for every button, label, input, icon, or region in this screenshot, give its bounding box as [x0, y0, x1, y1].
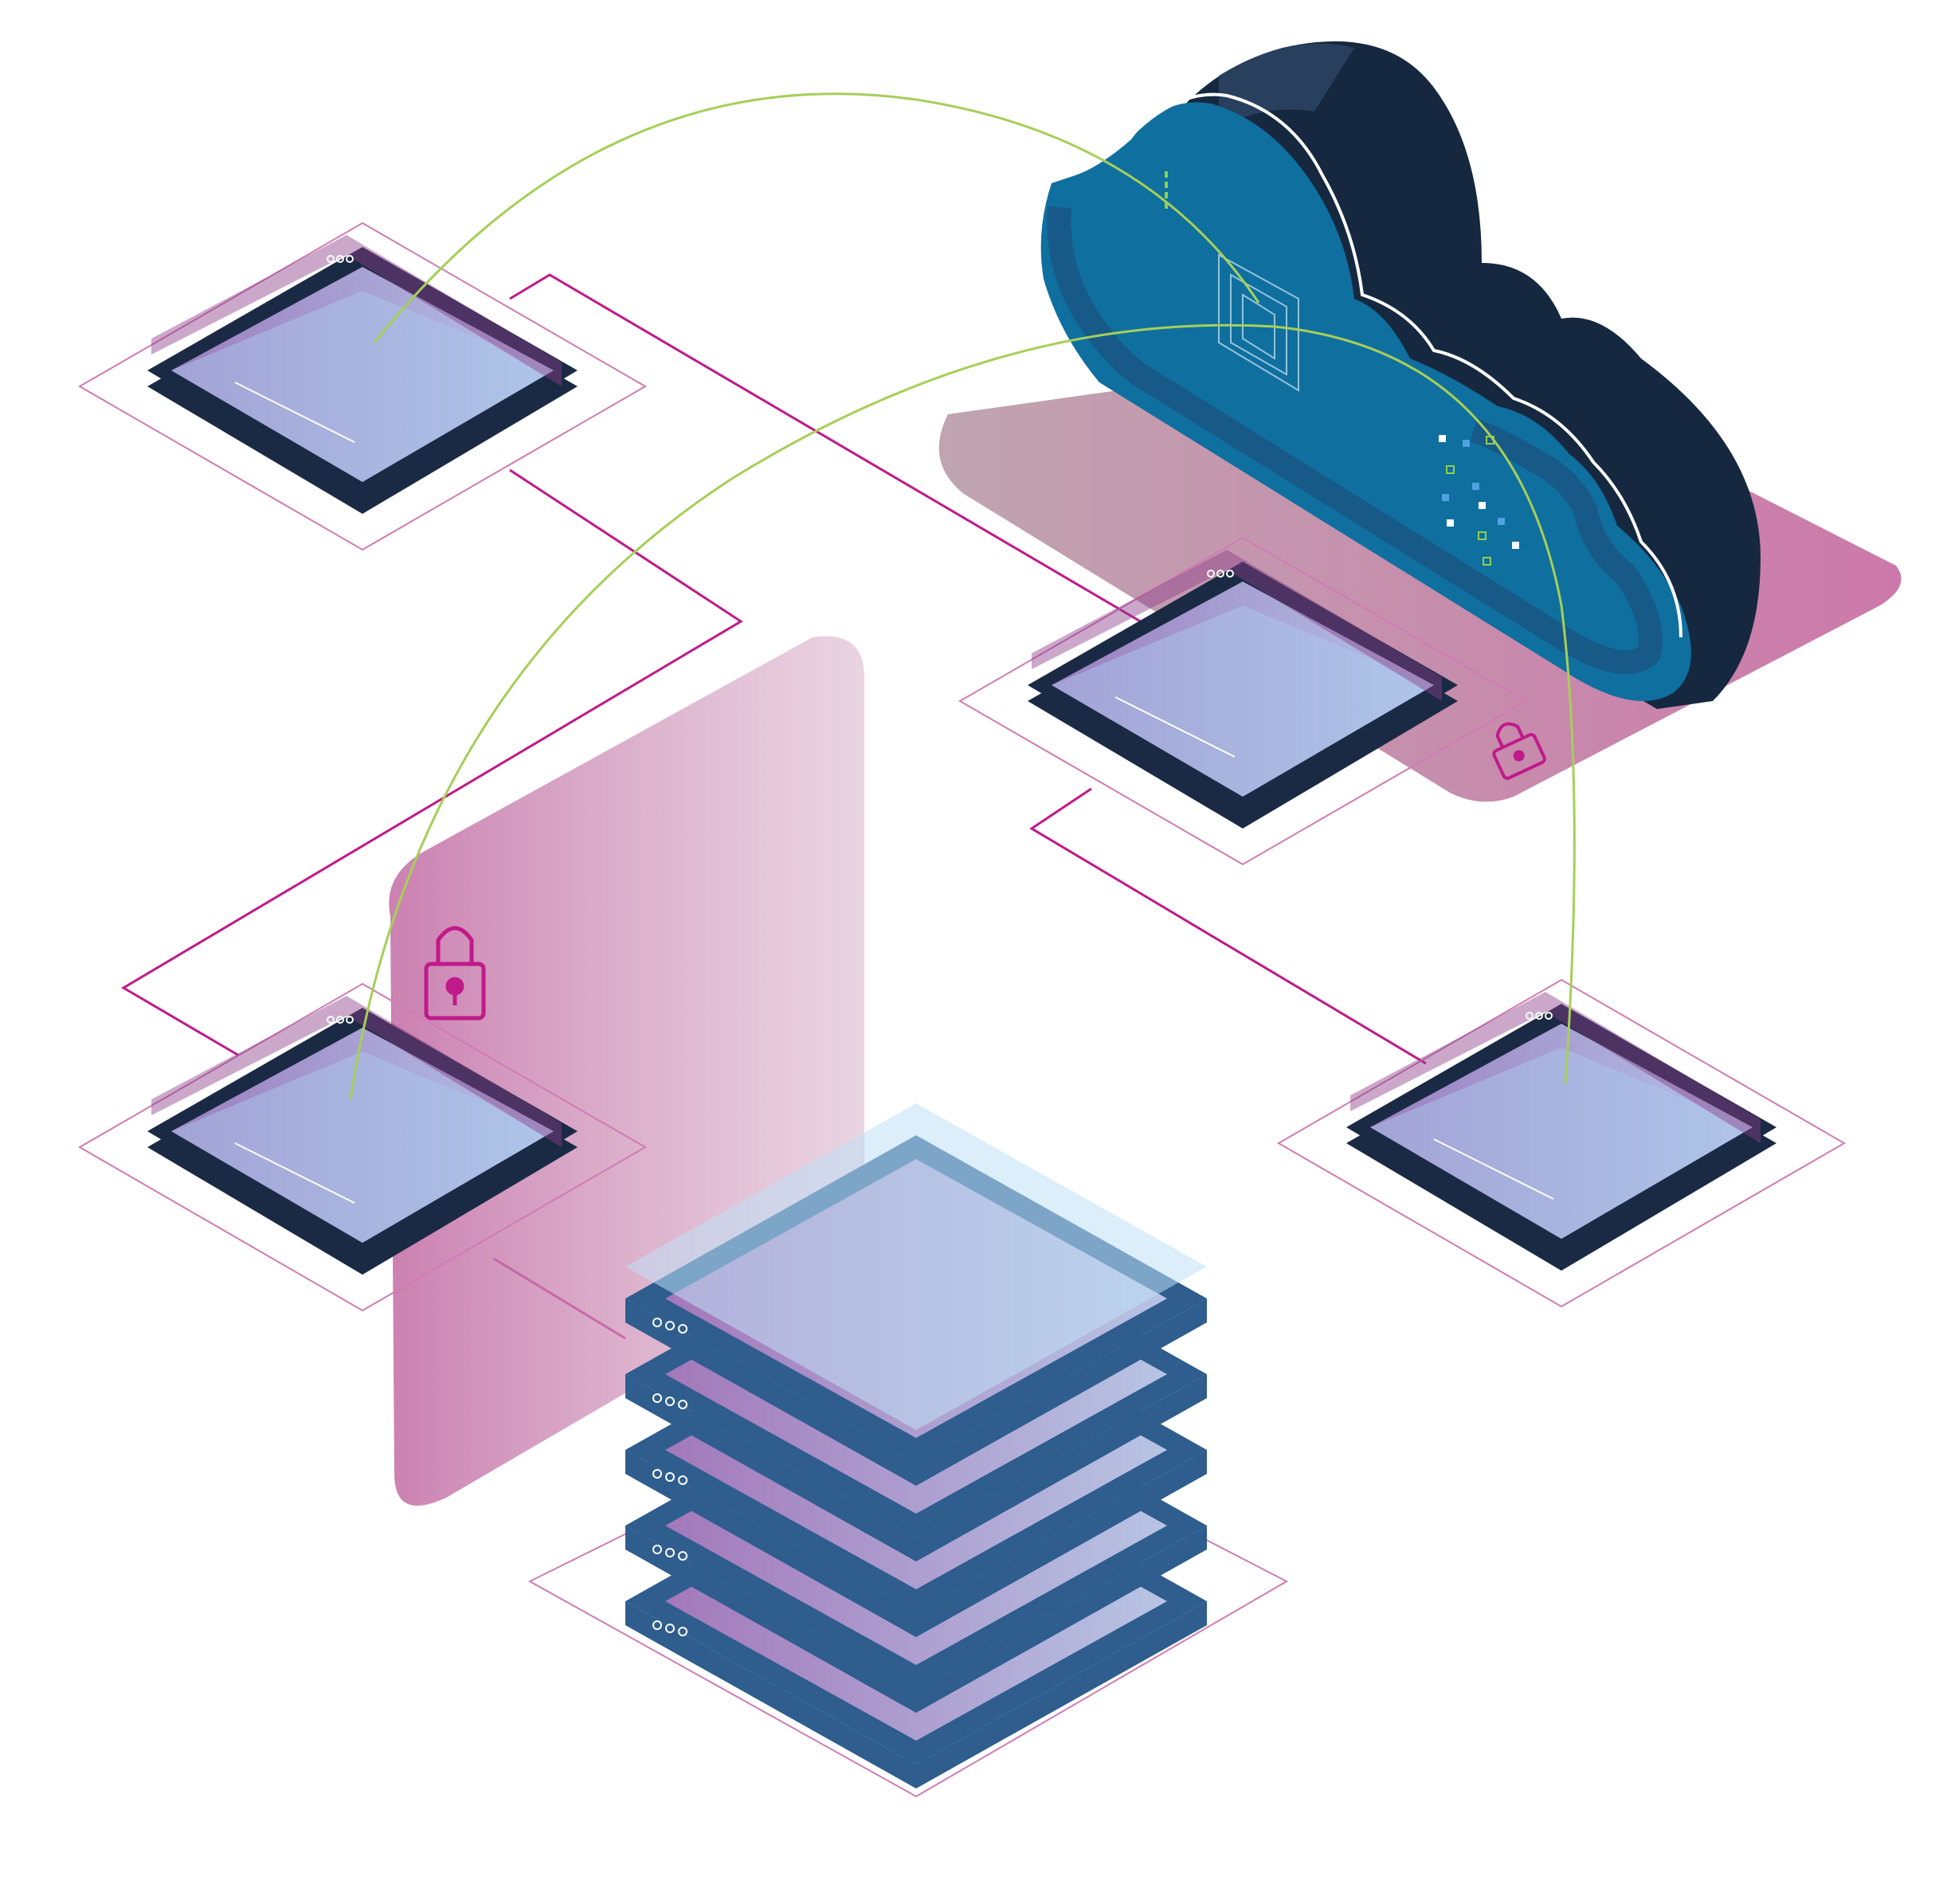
server-indicator-dots	[652, 1545, 687, 1561]
device-middle-right	[958, 536, 1527, 866]
cloud-icon	[1040, 41, 1761, 710]
cloud-vent	[1165, 171, 1168, 209]
arc-top	[373, 92, 1260, 343]
server-indicator-dots	[652, 1318, 687, 1334]
arc-main	[349, 323, 1576, 1100]
server-top-cap	[625, 1103, 1207, 1430]
cloud-data-pixels	[1439, 435, 1519, 566]
lock-icon	[424, 926, 486, 1021]
device-indicator-dots	[327, 255, 354, 263]
device-top-left	[78, 221, 647, 551]
lock-icon-small	[1492, 722, 1546, 780]
device-left	[78, 982, 647, 1312]
device-right	[1277, 978, 1846, 1308]
cloud-chip	[1218, 253, 1299, 392]
connector-middle	[1029, 787, 1427, 1065]
connector-top	[509, 273, 1148, 627]
data-arcs	[349, 92, 1576, 1100]
server-stack-icon	[527, 1103, 1289, 1798]
connector-left-loop	[121, 468, 743, 1057]
server-indicator-dots	[652, 1620, 687, 1636]
server-indicator-dots	[652, 1393, 687, 1409]
server-indicator-dots	[652, 1469, 687, 1485]
